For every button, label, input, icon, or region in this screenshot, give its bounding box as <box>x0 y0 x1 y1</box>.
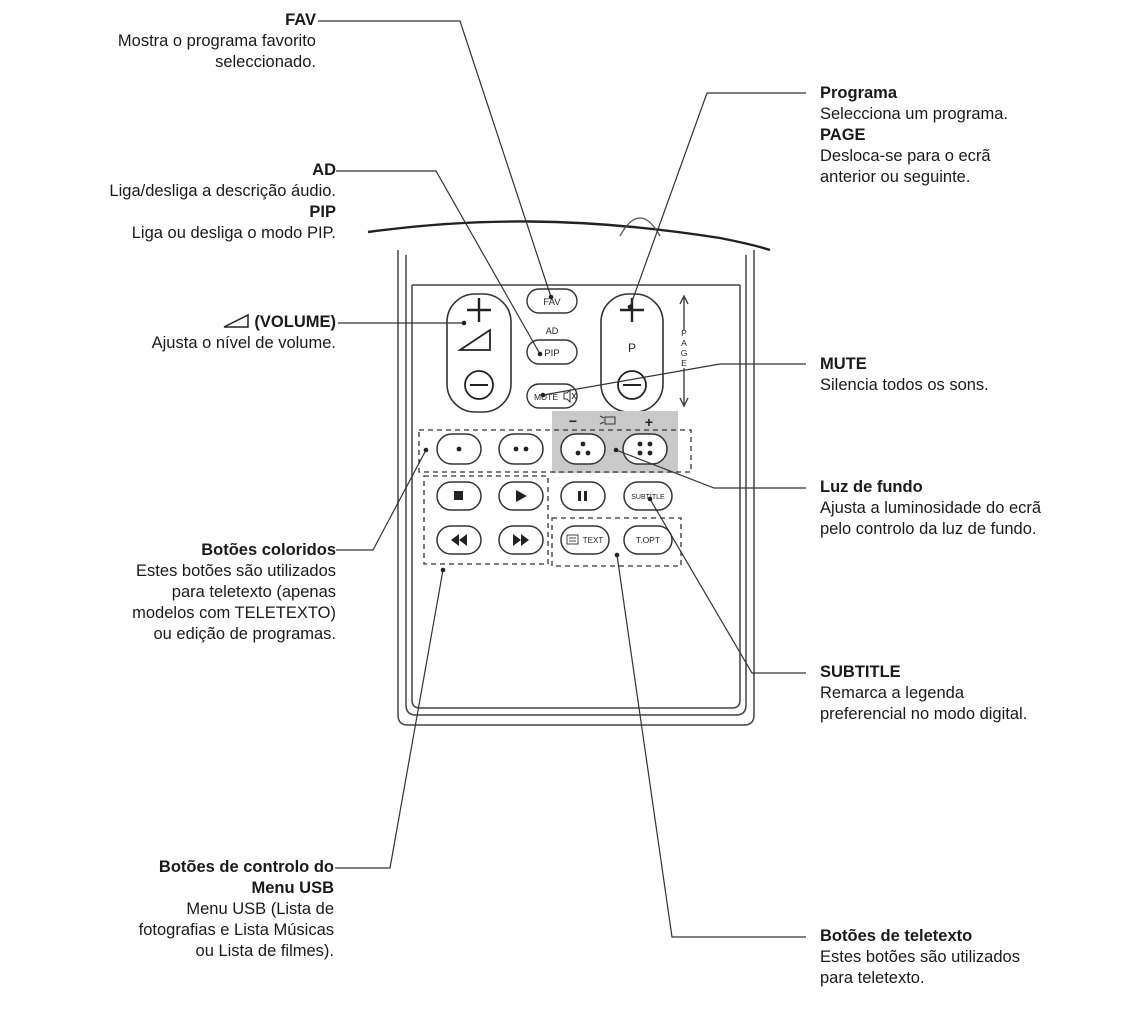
p-label: P <box>628 341 636 355</box>
programa-title: Programa <box>820 84 898 102</box>
fav-button-label: FAV <box>543 297 561 308</box>
volume-triangle-icon <box>224 313 250 328</box>
volume-title-text: (VOLUME) <box>254 313 336 331</box>
text-button[interactable] <box>560 525 610 555</box>
fav-desc-line: seleccionado. <box>215 53 316 71</box>
coloured-desc-line: para teletexto (apenas <box>171 583 336 601</box>
usb-title-line: Botões de controlo do <box>158 858 334 876</box>
fav-label: FAV Mostra o programa favorito seleccion… <box>118 10 316 73</box>
plus-icon <box>467 298 491 322</box>
volume-label: (VOLUME) Ajusta o nível de volume. <box>152 312 336 354</box>
teletexto-label: Botões de teletexto Estes botões são uti… <box>820 926 1020 989</box>
teletexto-title: Botões de teletexto <box>820 927 973 945</box>
subtitle-button[interactable] <box>623 481 673 511</box>
page-title: PAGE <box>820 126 866 144</box>
pause-button[interactable] <box>560 481 606 511</box>
green-button[interactable] <box>498 433 544 465</box>
luz-desc-line: Ajusta a luminosidade do ecrã <box>820 499 1042 517</box>
volume-triangle-icon <box>457 328 491 351</box>
teletext-buttons-group <box>551 517 682 567</box>
usb-desc-line: fotografias e Lista Músicas <box>138 921 334 939</box>
luz-desc-line: pelo controlo da luz de fundo. <box>820 520 1037 538</box>
backlight-icon <box>599 415 616 425</box>
page-desc-line: Desloca-se para o ecrã <box>820 147 991 165</box>
subtitle-button-label: SUBTITLE <box>631 494 665 501</box>
ad-title: AD <box>312 161 336 179</box>
teletexto-desc-line: Estes botões são utilizados <box>820 948 1020 966</box>
coloured-title: Botões coloridos <box>201 541 336 559</box>
mute-speaker-icon <box>563 388 577 404</box>
luz-label: Luz de fundo Ajusta a luminosidade do ec… <box>820 477 1041 540</box>
text-icon <box>566 534 579 545</box>
coloured-buttons-label: Botões coloridos Estes botões são utiliz… <box>132 540 336 645</box>
cut-line <box>367 220 771 252</box>
remote-top-notch <box>619 217 661 237</box>
backlight-plus: + <box>645 414 653 430</box>
volume-desc-line: Ajusta o nível de volume. <box>151 334 336 352</box>
rewind-icon <box>451 534 467 546</box>
usb-title-line: Menu USB <box>251 879 335 897</box>
mute-label: MUTE Silencia todos os sons. <box>820 354 989 396</box>
fav-title: FAV <box>285 11 316 29</box>
stop-icon <box>454 491 463 500</box>
page-letter: A <box>681 338 687 348</box>
usb-desc-line: ou Lista de filmes). <box>195 942 334 960</box>
ad-desc-line: Liga/desliga a descrição áudio. <box>109 182 336 200</box>
play-icon <box>516 490 527 502</box>
usb-label: Botões de controlo do Menu USB Menu USB … <box>139 857 334 962</box>
subtitle-title: SUBTITLE <box>820 663 901 681</box>
page-letter: G <box>681 348 688 358</box>
topt-button[interactable] <box>623 525 673 555</box>
remote-body <box>397 250 755 726</box>
topt-button-label: T.OPT <box>636 535 660 545</box>
yellow-button[interactable] <box>560 433 606 465</box>
pip-desc-line: Liga ou desliga o modo PIP. <box>131 224 336 242</box>
volume-title: (VOLUME) <box>152 312 336 333</box>
leader-lines <box>318 20 806 938</box>
page-letter: E <box>681 358 687 368</box>
pip-title: PIP <box>309 203 336 221</box>
programa-page-label: Programa Selecciona um programa. PAGE De… <box>820 83 1008 188</box>
coloured-desc-line: modelos com TELETEXTO) <box>132 604 336 622</box>
usb-controls-group <box>423 475 549 565</box>
teletexto-desc-line: para teletexto. <box>820 969 925 987</box>
mute-title: MUTE <box>820 355 867 373</box>
backlight-minus: − <box>569 413 577 429</box>
leader-dots <box>423 294 653 573</box>
minus-icon <box>464 370 494 400</box>
subtitle-label: SUBTITLE Remarca a legenda preferencial … <box>820 662 1027 725</box>
fast-forward-icon <box>513 534 529 546</box>
fav-button[interactable] <box>526 288 578 314</box>
page-desc-line: anterior ou seguinte. <box>820 168 971 186</box>
luz-title: Luz de fundo <box>820 478 923 496</box>
fav-desc-line: Mostra o programa favorito <box>117 32 316 50</box>
mute-button[interactable] <box>526 383 578 409</box>
coloured-desc-line: Estes botões são utilizados <box>136 562 336 580</box>
mute-desc-line: Silencia todos os sons. <box>820 376 989 394</box>
text-button-label: TEXT <box>583 536 604 545</box>
ad-small-label: AD <box>546 326 559 336</box>
mute-button-label: MUTE <box>534 392 558 402</box>
subtitle-desc-line: preferencial no modo digital. <box>820 705 1028 723</box>
coloured-desc-line: ou edição de programas. <box>153 625 336 643</box>
pause-icon <box>578 491 587 501</box>
page-letter: P <box>681 328 687 338</box>
blue-button[interactable] <box>622 433 668 465</box>
subtitle-desc-line: Remarca a legenda <box>820 684 965 702</box>
usb-desc-line: Menu USB (Lista de <box>186 900 334 918</box>
minus-icon <box>617 370 647 400</box>
programa-desc-line: Selecciona um programa. <box>820 105 1009 123</box>
ad-pip-label: AD Liga/desliga a descrição áudio. PIP L… <box>109 160 336 244</box>
pip-button[interactable] <box>526 339 578 365</box>
coloured-buttons-group <box>418 429 692 473</box>
pip-button-label: PIP <box>544 348 559 359</box>
page-indicator: P A G E <box>679 294 689 408</box>
